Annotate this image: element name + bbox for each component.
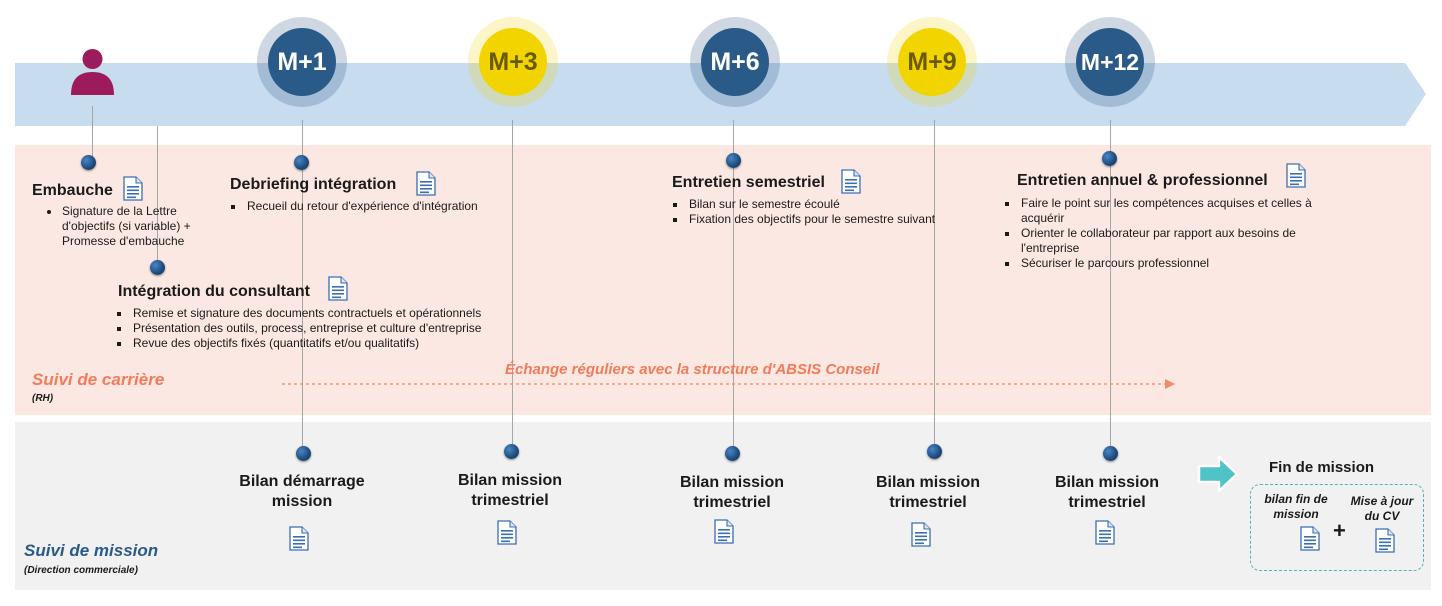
timeline-dot — [1102, 151, 1117, 166]
mission-label: Suivi de mission — [24, 541, 159, 560]
list-item: Signature de la Lettre d'objectifs (si v… — [42, 204, 222, 249]
document-icon — [1286, 163, 1306, 188]
plus-sign: + — [1333, 518, 1346, 543]
dashed-arrow — [282, 379, 1175, 389]
embauche-title: Embauche — [32, 182, 113, 199]
document-icon — [123, 176, 143, 201]
document-icon — [911, 522, 931, 547]
connector-line — [92, 106, 93, 164]
milestone-m12: M+12 — [1065, 17, 1155, 107]
document-icon — [841, 169, 861, 194]
milestone-m6: M+6 — [690, 17, 780, 107]
milestone-m3: M+3 — [468, 17, 558, 107]
semestriel-title: Entretien semestriel — [672, 174, 825, 191]
document-icon — [1375, 528, 1395, 553]
debriefing-list: Recueil du retour d'expérience d'intégra… — [227, 199, 527, 214]
connector-line — [512, 120, 513, 452]
debriefing-title: Debriefing intégration — [230, 176, 397, 193]
career-sublabel: (RH) — [32, 393, 54, 404]
connector-line — [733, 120, 734, 454]
document-icon — [328, 276, 348, 301]
timeline-dot — [1103, 446, 1118, 461]
embauche-list: Signature de la Lettre d'objectifs (si v… — [42, 204, 222, 249]
right-arrow-icon — [1197, 455, 1239, 493]
list-item: Revue des objectifs fixés (quantitatifs … — [113, 336, 533, 351]
list-item: Recueil du retour d'expérience d'intégra… — [227, 199, 527, 214]
document-icon — [289, 526, 309, 551]
annuel-title: Entretien annuel & professionnel — [1017, 172, 1268, 189]
connector-line — [934, 120, 935, 452]
career-label: Suivi de carrière — [32, 370, 165, 389]
timeline-dot — [725, 446, 740, 461]
timeline-arrow — [15, 63, 1426, 126]
integration-list: Remise et signature des documents contra… — [113, 306, 533, 351]
list-item: Fixation des objectifs pour le semestre … — [669, 212, 989, 227]
timeline-dot — [150, 260, 165, 275]
list-item: Orienter le collaborateur par rapport au… — [1001, 226, 1341, 256]
annuel-list: Faire le point sur les compétences acqui… — [1001, 196, 1341, 271]
connector-line — [1110, 120, 1111, 454]
list-item: Faire le point sur les compétences acqui… — [1001, 196, 1341, 226]
timeline-dot — [927, 444, 942, 459]
document-icon — [497, 520, 517, 545]
timeline-dot — [81, 155, 96, 170]
document-icon — [1095, 520, 1115, 545]
timeline-dot — [296, 446, 311, 461]
career-band — [15, 145, 1431, 415]
end-mission-title: Fin de mission — [1269, 459, 1375, 476]
mission-sublabel: (Direction commerciale) — [24, 565, 138, 576]
end-mission-box — [1250, 484, 1424, 571]
connector-line — [157, 126, 158, 268]
document-icon — [714, 519, 734, 544]
timeline-dot — [726, 153, 741, 168]
exchange-text: Échange réguliers avec la structure d'AB… — [505, 361, 880, 378]
list-item: Remise et signature des documents contra… — [113, 306, 533, 321]
milestone-m9: M+9 — [887, 17, 977, 107]
mission-band — [15, 422, 1431, 590]
list-item: Bilan sur le semestre écoulé — [669, 197, 989, 212]
connector-line — [302, 120, 303, 454]
list-item: Présentation des outils, process, entrep… — [113, 321, 533, 336]
timeline-dot — [294, 155, 309, 170]
document-icon — [416, 171, 436, 196]
user-icon — [71, 49, 114, 95]
integration-title: Intégration du consultant — [118, 283, 310, 300]
document-icon — [1300, 526, 1320, 551]
semestriel-list: Bilan sur le semestre écoulé Fixation de… — [669, 197, 989, 227]
list-item: Sécuriser le parcours professionnel — [1001, 256, 1341, 271]
milestone-m1: M+1 — [257, 17, 347, 107]
timeline-dot — [504, 444, 519, 459]
